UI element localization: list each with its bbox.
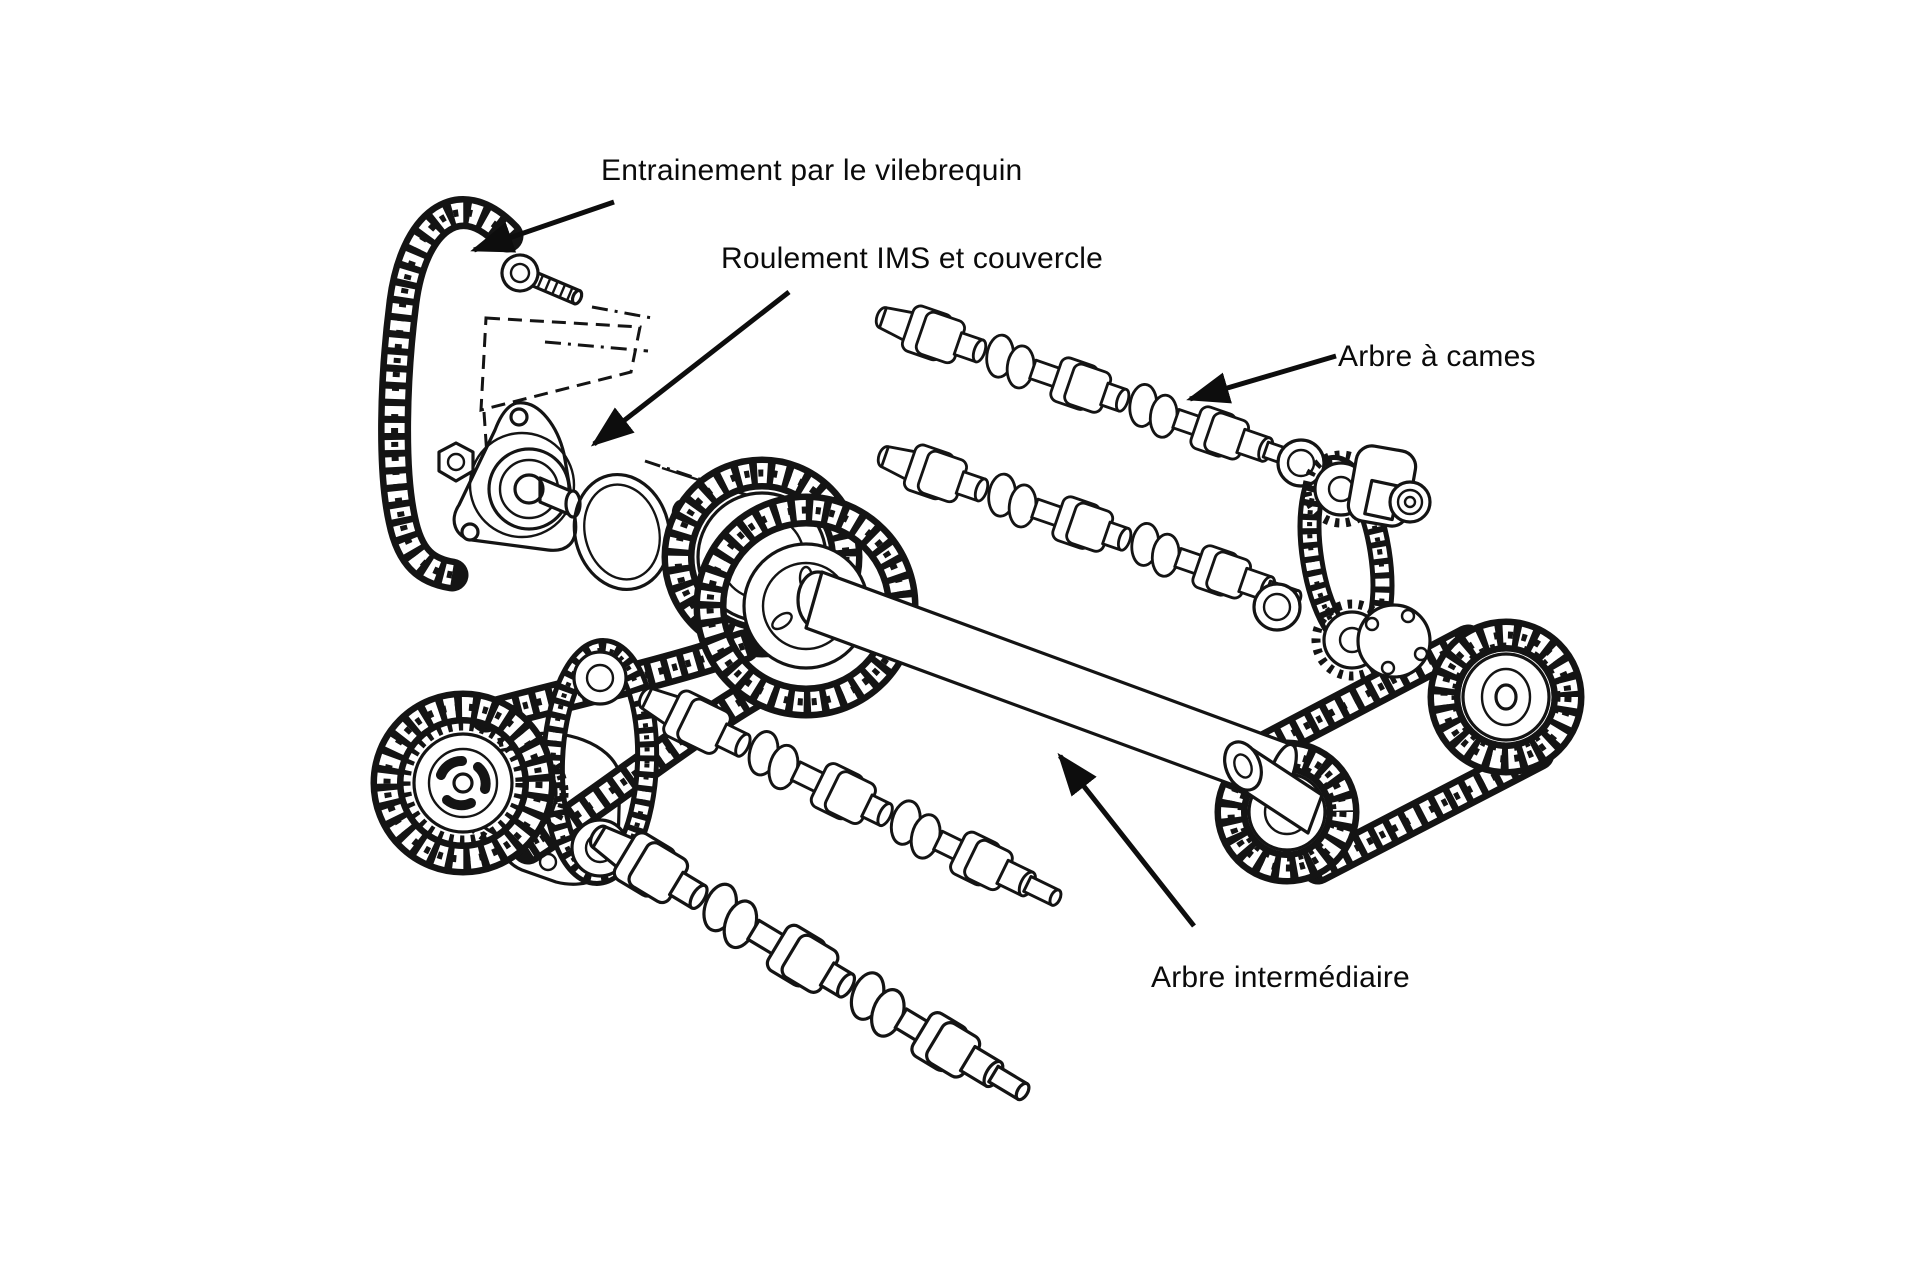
lower-chain-sprocket	[387, 707, 569, 859]
arrow-crank-drive	[470, 199, 615, 253]
mounting-screw	[500, 253, 584, 306]
arrow-camshaft	[1186, 353, 1337, 404]
label-camshaft: Arbre à cames	[1338, 340, 1536, 373]
arrow-intermediate-shaft	[1057, 752, 1196, 928]
arrow-ims-bearing	[590, 290, 791, 447]
camshaft-upper-2	[869, 429, 1310, 625]
flange-bolt	[437, 441, 475, 483]
label-crank-drive: Entrainement par le vilebrequin	[601, 154, 1023, 187]
label-intermediate-shaft: Arbre intermédiaire	[1151, 961, 1410, 994]
intermediate-shaft-hub	[1223, 740, 1324, 835]
ims-flange	[452, 401, 582, 552]
cam-drive-gear-assembly	[1252, 438, 1432, 681]
intermediate-shaft	[796, 570, 1298, 802]
label-ims-bearing: Roulement IMS et couvercle	[721, 242, 1104, 275]
